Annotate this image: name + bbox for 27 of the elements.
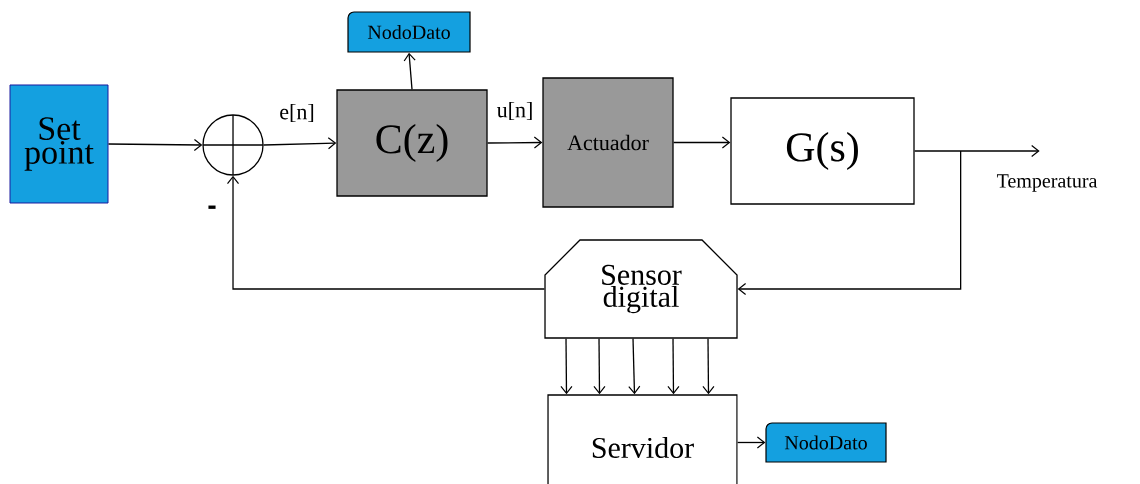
- sign-label: -: [206, 204, 218, 216]
- arrow: [403, 52, 416, 90]
- edge-label: e[n]: [278, 102, 316, 124]
- arrow: [737, 150, 962, 296]
- arrow: [667, 338, 680, 395]
- arrow: [673, 136, 731, 149]
- process-box: G(s): [730, 97, 915, 205]
- arrow: [560, 338, 573, 395]
- arrow: [628, 338, 641, 395]
- arrow: [593, 338, 606, 395]
- arrow: [107, 138, 203, 151]
- process-box: Servidor: [547, 394, 738, 484]
- arrow: [487, 136, 543, 149]
- arrow: [263, 137, 337, 150]
- arrow: [226, 175, 545, 290]
- data-tag: NodoDato: [347, 11, 471, 53]
- data-tag: NodoDato: [765, 422, 887, 463]
- edge-label: Temperatura: [995, 173, 1099, 193]
- arrow: [914, 144, 1040, 158]
- arrow: [737, 436, 766, 449]
- summing-junction: [202, 114, 264, 176]
- edge-label: u[n]: [495, 100, 535, 122]
- sensor-box: Sensor digital: [544, 239, 738, 339]
- arrow: [702, 338, 715, 395]
- process-box: C(z): [336, 89, 488, 197]
- input-box: Set point: [9, 84, 109, 204]
- process-box: Actuador: [542, 77, 674, 208]
